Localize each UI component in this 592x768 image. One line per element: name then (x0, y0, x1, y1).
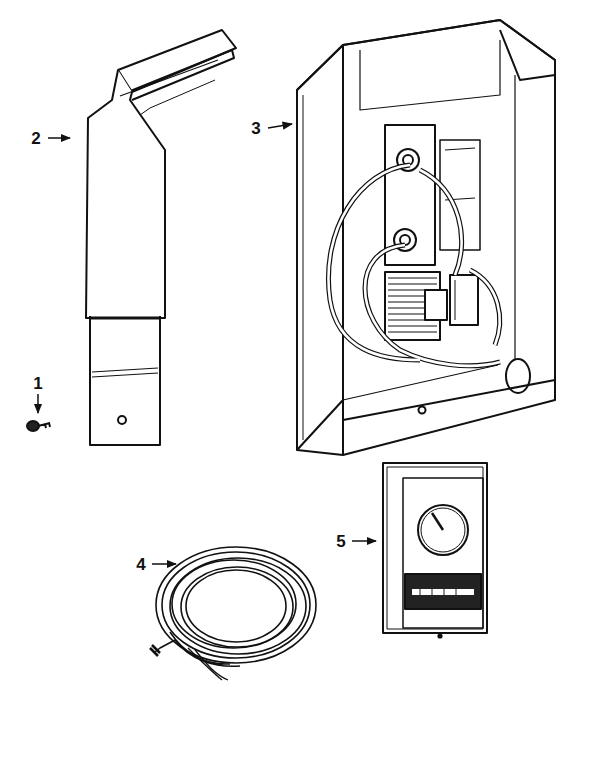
callout-number: 4 (136, 556, 145, 573)
callout-number: 2 (31, 130, 40, 147)
cable-coil (150, 547, 316, 680)
callout-number: 5 (336, 533, 345, 550)
key-part (27, 421, 50, 431)
callout-number: 3 (251, 120, 260, 137)
housing-box (297, 20, 555, 455)
cover-plate (86, 30, 236, 445)
thermostat (383, 463, 487, 638)
callout-number: 1 (33, 375, 42, 392)
